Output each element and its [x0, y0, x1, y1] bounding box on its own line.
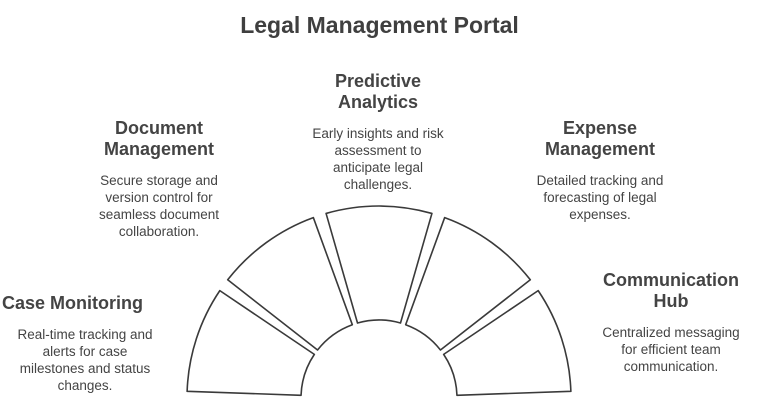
card-description-line: Centralized messaging — [602, 325, 740, 340]
card-title: Expense Management — [520, 118, 680, 160]
card-title-line: Document — [114, 118, 203, 138]
card-predictive-analytics: Predictive Analytics Early insights and … — [300, 71, 456, 193]
card-description-line: challenges. — [343, 177, 413, 192]
segment-document-management — [226, 216, 354, 351]
card-title-line: Management — [544, 139, 656, 159]
card-communication-hub: Communication Hub Centralized messaging … — [588, 270, 754, 375]
card-description-line: changes. — [57, 378, 113, 393]
card-document-management: Document Management Secure storage and v… — [74, 118, 244, 240]
page-title: Legal Management Portal — [240, 12, 519, 38]
card-description-line: assessment to — [334, 143, 422, 158]
card-expense-management: Expense Management Detailed tracking and… — [520, 118, 680, 223]
card-title-line: Communication — [602, 270, 739, 290]
card-description-line: communication. — [623, 359, 719, 374]
card-case-monitoring: Case Monitoring Real-time tracking and a… — [2, 293, 168, 394]
card-title-line: Expense — [562, 118, 638, 138]
card-description: Detailed tracking and forecasting of leg… — [520, 172, 680, 223]
card-description-line: for efficient team — [621, 342, 721, 357]
segment-communication-hub — [442, 289, 572, 397]
segment-expense-management — [404, 216, 532, 351]
card-description-line: version control for — [105, 190, 213, 205]
card-description-line: Real-time tracking and — [17, 327, 153, 342]
card-description-line: Secure storage and — [100, 173, 218, 188]
card-description-line: forecasting of legal — [543, 190, 657, 205]
card-description: Secure storage and version control for s… — [74, 172, 244, 240]
card-description-line: anticipate legal — [332, 160, 424, 175]
card-description-line: collaboration. — [118, 224, 200, 239]
card-description-line: expenses. — [569, 207, 631, 222]
card-title-line: Hub — [653, 291, 689, 311]
segment-case-monitoring — [186, 289, 316, 397]
card-title-line: Predictive — [334, 71, 422, 91]
card-description-line: alerts for case — [42, 344, 128, 359]
card-description: Centralized messaging for efficient team… — [588, 324, 754, 375]
card-title: Predictive Analytics — [300, 71, 456, 113]
card-title: Communication Hub — [588, 270, 754, 312]
card-description-line: seamless document — [98, 207, 220, 222]
card-title: Document Management — [74, 118, 244, 160]
segment-predictive-analytics — [325, 205, 433, 324]
card-description: Real-time tracking and alerts for case m… — [2, 326, 168, 394]
card-description: Early insights and risk assessment to an… — [300, 125, 456, 193]
card-title: Case Monitoring — [2, 293, 168, 314]
card-description-line: Early insights and risk — [312, 126, 444, 141]
card-title-line: Management — [103, 139, 215, 159]
card-description-line: Detailed tracking and — [536, 173, 664, 188]
card-title-line: Analytics — [337, 92, 419, 112]
card-description-line: milestones and status — [19, 361, 151, 376]
card-title-line: Case Monitoring — [2, 293, 144, 313]
